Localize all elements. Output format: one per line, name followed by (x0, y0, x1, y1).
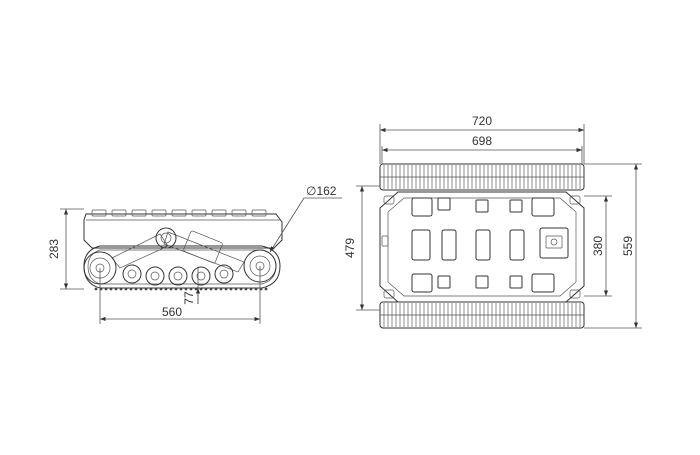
dim-overall-width: 720 (379, 114, 585, 164)
dim-inner-width: 698 (381, 134, 583, 164)
left-arm (111, 233, 169, 269)
control-panel (539, 227, 569, 259)
dim-length: 560 (99, 266, 261, 324)
dim-wheel-diameter: ∅162 (269, 184, 342, 253)
dim-clearance-label: 77 (182, 291, 196, 305)
dim-overall-length: 559 (584, 163, 642, 329)
pivot-hub (155, 227, 177, 249)
deck-bumps (91, 209, 267, 217)
motor-housing (183, 230, 223, 264)
dim-height: 283 (47, 208, 84, 290)
hull-top (379, 191, 585, 303)
hull-outline (83, 213, 283, 249)
track-outline (83, 245, 281, 289)
road-wheels (122, 264, 234, 286)
dim-height-label: 283 (47, 239, 61, 259)
dim-clearance: 77 (182, 268, 201, 305)
track-teeth (94, 287, 268, 291)
dim-body-length-label: 479 (343, 238, 357, 258)
dim-body-length: 479 (343, 185, 380, 311)
side-view: 283 560 77 ∅162 (47, 184, 342, 324)
track-bottom (379, 301, 585, 329)
dim-length-label: 560 (162, 305, 182, 319)
dim-wheel-diameter-label: ∅162 (306, 184, 337, 198)
dim-overall-width-label: 720 (472, 114, 492, 128)
right-arm (163, 231, 245, 273)
top-view: 720 698 479 380 559 (343, 114, 642, 329)
dim-inner-width-label: 698 (472, 134, 492, 148)
dim-overall-length-label: 559 (621, 236, 635, 256)
track-top (379, 163, 585, 191)
dim-axle-spacing-label: 380 (591, 236, 605, 256)
deck-hatches (411, 197, 555, 293)
dim-axle-spacing: 380 (584, 195, 612, 297)
